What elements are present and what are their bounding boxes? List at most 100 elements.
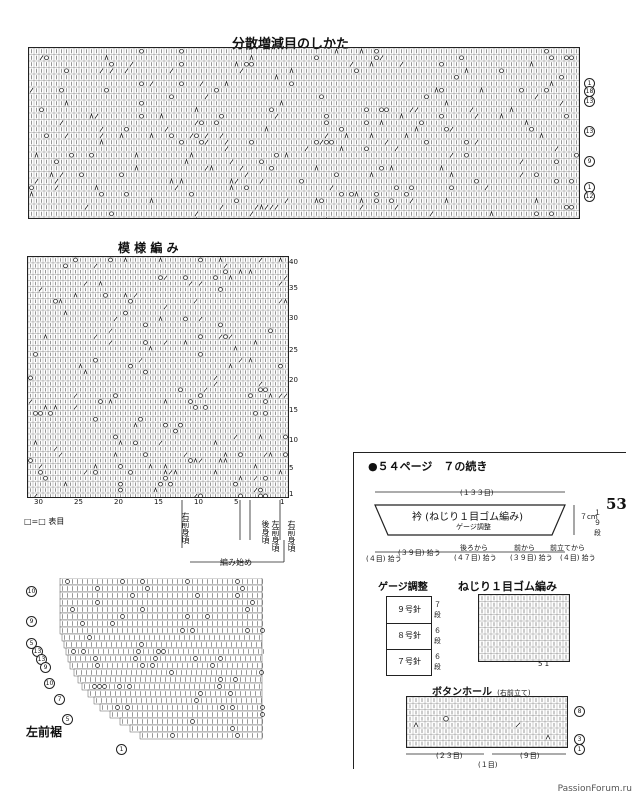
decrease-mark (269, 204, 274, 210)
decrease-mark (29, 87, 34, 93)
decrease-mark (319, 139, 324, 145)
yarn-over-mark (190, 719, 195, 724)
yarn-over-mark (253, 411, 258, 416)
decrease-mark (224, 80, 229, 87)
pattern-chart-grid (27, 256, 289, 498)
decrease-mark (228, 363, 233, 369)
decrease-mark (434, 86, 439, 93)
continuation-panel (353, 452, 626, 769)
pattern-label-right-front: 右前身頃 (181, 512, 190, 544)
yarn-over-mark (260, 705, 265, 710)
pickup-front: 前から (514, 544, 535, 552)
decrease-mark (489, 210, 494, 217)
yarn-over-mark (263, 475, 268, 481)
yarn-over-mark (324, 139, 329, 145)
buttonhole-markers: 8 3 1 (574, 698, 594, 755)
decrease-mark (119, 132, 124, 139)
yarn-over-mark (28, 458, 33, 463)
decrease-mark (213, 439, 218, 445)
yarn-over-mark (198, 691, 203, 696)
decrease-mark (54, 178, 59, 184)
decrease-mark (539, 132, 544, 139)
yarn-over-mark (109, 211, 114, 217)
yarn-over-mark (123, 310, 128, 316)
yarn-over-mark (195, 593, 200, 598)
decrease-mark (449, 152, 454, 158)
yarn-over-mark (113, 393, 118, 398)
decrease-mark (204, 94, 209, 100)
decrease-mark (223, 457, 228, 463)
yarn-over-mark (33, 352, 38, 357)
yarn-over-mark (569, 55, 574, 61)
yarn-over-mark (198, 493, 203, 497)
yarn-over-mark (278, 363, 283, 369)
yarn-over-mark (115, 705, 120, 710)
decrease-mark (349, 61, 354, 67)
decrease-mark (99, 68, 104, 74)
yarn-over-mark (143, 322, 148, 328)
top-chart-title: 分散増減目のしかた (232, 37, 350, 52)
yarn-over-mark (128, 363, 133, 369)
yarn-over-mark (117, 684, 122, 689)
yarn-over-mark (198, 352, 203, 357)
yarn-over-mark (170, 733, 175, 738)
decrease-mark (274, 73, 279, 80)
yarn-over-mark (263, 387, 268, 393)
decrease-mark (99, 138, 104, 145)
decrease-mark (149, 81, 154, 87)
yarn-over-mark (128, 298, 133, 304)
pattern-legend: □=□ 表目 (24, 517, 65, 526)
decrease-mark (203, 387, 208, 392)
yarn-over-mark (564, 204, 569, 210)
decrease-mark (234, 178, 239, 184)
yarn-over-mark (214, 87, 219, 93)
yarn-over-mark (81, 649, 86, 654)
yarn-over-mark (139, 113, 144, 119)
yarn-over-mark (124, 191, 129, 197)
decrease-mark (183, 452, 188, 457)
decrease-mark (149, 132, 154, 139)
decrease-mark (174, 185, 179, 191)
decrease-mark (444, 99, 449, 106)
yarn-over-mark (93, 656, 98, 661)
yarn-over-mark (143, 452, 148, 457)
decrease-mark (233, 345, 238, 351)
decrease-mark (524, 119, 529, 126)
yarn-over-mark (183, 275, 188, 280)
decrease-mark (28, 399, 33, 404)
collar-rows: １９段 (594, 509, 601, 537)
decrease-mark (189, 151, 194, 158)
decrease-mark (163, 398, 168, 404)
decrease-mark (109, 68, 114, 74)
yarn-over-mark (95, 663, 100, 668)
yarn-over-mark (218, 322, 223, 328)
yarn-over-mark (140, 663, 145, 668)
yarn-over-mark (218, 656, 223, 661)
yarn-over-mark (198, 257, 203, 263)
yarn-over-mark (65, 579, 70, 584)
decrease-mark (239, 68, 244, 74)
yarn-over-mark (203, 405, 208, 410)
decrease-mark (329, 185, 334, 191)
decrease-mark (168, 470, 173, 475)
yarn-over-mark (80, 621, 85, 626)
decrease-mark (194, 106, 199, 113)
decrease-mark (268, 451, 273, 457)
decrease-mark (183, 339, 188, 345)
yarn-over-mark (139, 48, 144, 54)
decrease-mark (469, 107, 474, 113)
yarn-over-mark (240, 586, 245, 591)
top-marker: 12 (584, 191, 595, 202)
yarn-over-mark (125, 705, 130, 710)
buttonhole-count-mid: (１目) (478, 761, 498, 769)
yarn-over-mark (549, 211, 554, 217)
decrease-mark (304, 146, 309, 152)
decrease-mark (359, 197, 364, 204)
yarn-over-mark (349, 191, 354, 197)
yarn-over-mark (64, 68, 69, 74)
decrease-mark (188, 281, 193, 286)
decrease-mark (224, 139, 229, 145)
pattern-label-back: 後身頃 (261, 520, 270, 544)
decrease-mark (94, 113, 99, 119)
decrease-mark (219, 204, 224, 210)
